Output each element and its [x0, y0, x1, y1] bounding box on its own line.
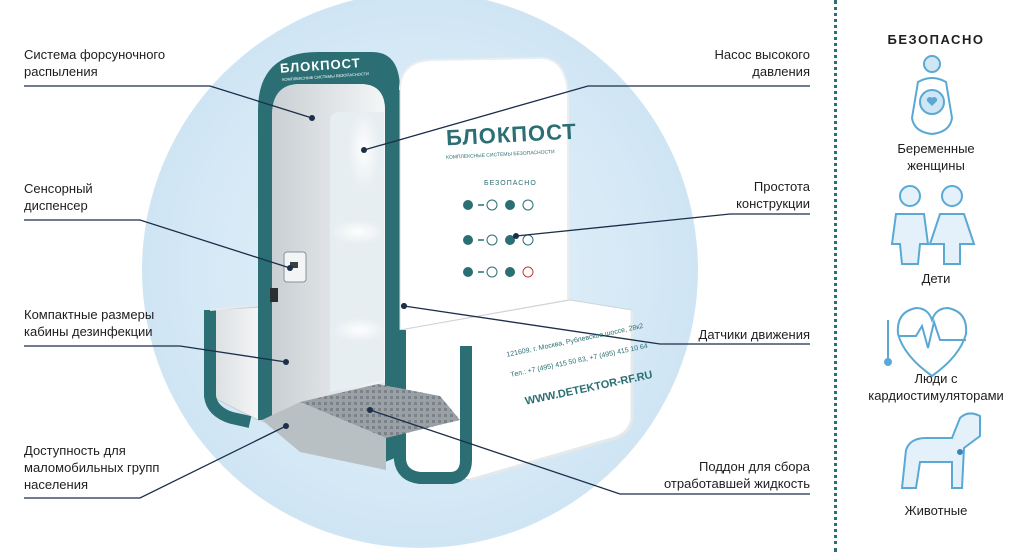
callout-spray-system: Система форсуночного распыления [24, 47, 166, 79]
callout-high-pressure-pump: Насос высокого давления [714, 47, 810, 79]
callout-lines [24, 85, 810, 499]
children-icon [890, 185, 976, 265]
heart-pacemaker-icon [884, 306, 968, 378]
callout-motion-sensors: Датчики движения [698, 327, 810, 342]
sidebar-item-pacemaker: Люди с кардиостимуляторами [868, 371, 1004, 403]
panel-safe: БЕЗОПАСНО [484, 180, 537, 187]
sidebar-item-children: Дети [921, 271, 951, 286]
callout-accessibility: Доступность для маломобильных групп насе… [24, 443, 160, 492]
callout-sensor-dispenser: Сенсорный диспенсер [24, 181, 93, 213]
callout-liquid-tray: Поддон для сбора отработавшей жидкость [663, 459, 810, 491]
sidebar-item-pregnant: Беременные женщины [897, 141, 975, 173]
callout-compact-size: Компактные размеры кабины дезинфекции [24, 307, 155, 339]
dotted-divider [834, 0, 837, 552]
callout-simple-design: Простота конструкции [736, 179, 810, 211]
pregnant-woman-icon [910, 55, 954, 136]
sidebar-title: БЕЗОПАСНО [887, 32, 985, 47]
sidebar-item-animals: Животные [904, 503, 968, 518]
dog-icon [900, 412, 981, 489]
panel-icon-grid [463, 199, 534, 278]
floor-grate [300, 384, 460, 438]
